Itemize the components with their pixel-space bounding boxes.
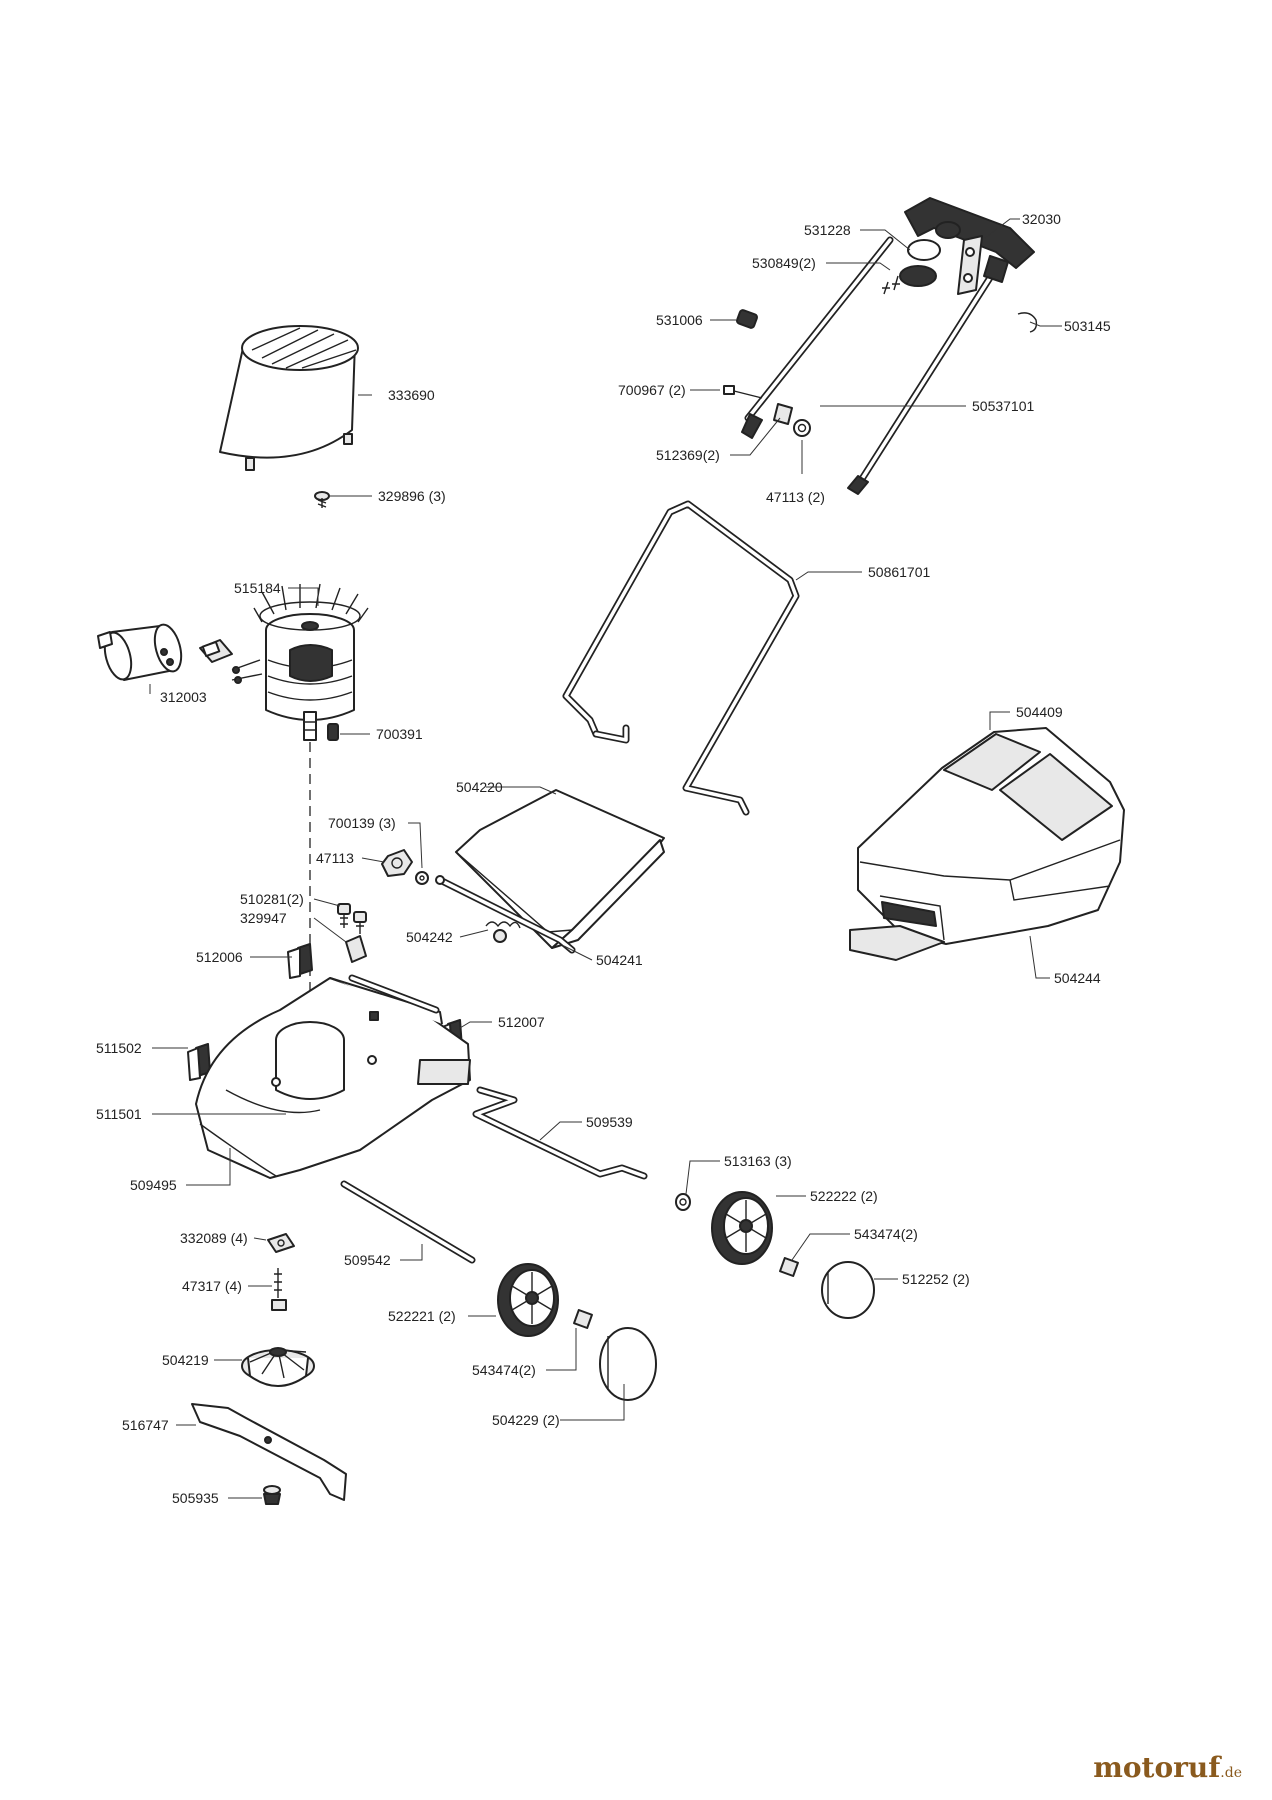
handle-hardware-drawing <box>723 275 1038 437</box>
upper-handle-drawing <box>741 197 1035 495</box>
part-label: 543474(2) <box>854 1226 918 1242</box>
part-label: 531006 <box>656 312 703 328</box>
part-label: 512252 (2) <box>902 1271 970 1287</box>
part-label: 543474(2) <box>472 1362 536 1378</box>
part-labels: 531228 32030 530849(2) 531006 503145 333… <box>96 211 1111 1506</box>
rear-wheel-drawing <box>711 1191 773 1265</box>
part-label: 504229 (2) <box>492 1412 560 1428</box>
bolt-drawing <box>337 903 367 963</box>
part-label: 512006 <box>196 949 243 965</box>
part-label: 504219 <box>162 1352 209 1368</box>
hubcap-right-drawing <box>821 1261 875 1319</box>
part-label: 700391 <box>376 726 423 742</box>
grass-bag-frame-drawing <box>435 789 665 954</box>
part-label: 505935 <box>172 1490 219 1506</box>
part-label: 332089 (4) <box>180 1230 248 1246</box>
screw-329896-drawing <box>314 491 330 508</box>
blade-adapter-drawing <box>241 1347 315 1387</box>
part-label: 512007 <box>498 1014 545 1030</box>
leader-lines <box>149 218 1062 1499</box>
part-label: 32030 <box>1022 211 1061 227</box>
part-label: 522222 (2) <box>810 1188 878 1204</box>
washer-513163-drawing <box>675 1193 691 1211</box>
part-label: 47317 (4) <box>182 1278 242 1294</box>
motoruf-watermark: motoruf.de <box>1093 1751 1242 1784</box>
part-label: 515184 <box>234 580 281 596</box>
front-wheel-drawing <box>497 1263 559 1337</box>
part-label: 511502 <box>96 1040 142 1056</box>
part-label: 329947 <box>240 910 287 926</box>
square-nut-left-drawing <box>573 1309 593 1329</box>
part-label: 700139 (3) <box>328 815 396 831</box>
part-label: 504241 <box>596 952 643 968</box>
part-label: 50537101 <box>972 398 1035 414</box>
part-label: 504242 <box>406 929 453 945</box>
capacitor-drawing <box>97 623 183 681</box>
motor-drawing <box>253 583 369 741</box>
nut-washer-drawing <box>381 849 429 885</box>
part-label: 510281(2) <box>240 891 304 907</box>
blade-drawing <box>191 1403 347 1501</box>
spring-drawing <box>485 921 521 943</box>
square-nut-right-drawing <box>779 1257 799 1277</box>
part-label: 329896 (3) <box>378 488 446 504</box>
part-label: 531228 <box>804 222 851 238</box>
part-label: 47113 <box>316 850 354 866</box>
part-label: 509539 <box>586 1114 633 1130</box>
hubcap-left-drawing <box>599 1327 657 1401</box>
blade-bolt-drawing <box>263 1485 281 1505</box>
watermark-name: motoruf <box>1093 1751 1221 1784</box>
part-label: 700967 (2) <box>618 382 686 398</box>
part-label: 513163 (3) <box>724 1153 792 1169</box>
rear-axle-drawing <box>472 1086 648 1180</box>
part-label: 504220 <box>456 779 503 795</box>
mower-deck-drawing <box>195 974 471 1179</box>
grass-box-drawing <box>849 727 1125 961</box>
part-label: 504409 <box>1016 704 1063 720</box>
connector-drawing <box>199 639 263 684</box>
square-nut-332089-drawing <box>267 1233 295 1253</box>
front-axle-inner <box>342 1182 474 1262</box>
part-label: 516747 <box>122 1417 169 1433</box>
lower-handle-drawing <box>562 500 800 816</box>
watermark-tld: .de <box>1220 1765 1242 1781</box>
bolt-47317-drawing <box>271 1268 287 1311</box>
part-label: 522221 (2) <box>388 1308 456 1324</box>
part-label: 530849(2) <box>752 255 816 271</box>
part-label: 511501 <box>96 1106 142 1122</box>
part-label: 333690 <box>388 387 435 403</box>
part-label: 50861701 <box>868 564 931 580</box>
part-label: 509495 <box>130 1177 177 1193</box>
motor-cover-drawing <box>219 325 359 471</box>
switch-lever-drawing <box>957 235 983 295</box>
part-label: 503145 <box>1064 318 1111 334</box>
part-label: 47113 (2) <box>766 489 825 505</box>
part-label: 312003 <box>160 689 207 705</box>
part-label: 509542 <box>344 1252 391 1268</box>
part-label: 504244 <box>1054 970 1101 986</box>
part-label: 512369(2) <box>656 447 720 463</box>
